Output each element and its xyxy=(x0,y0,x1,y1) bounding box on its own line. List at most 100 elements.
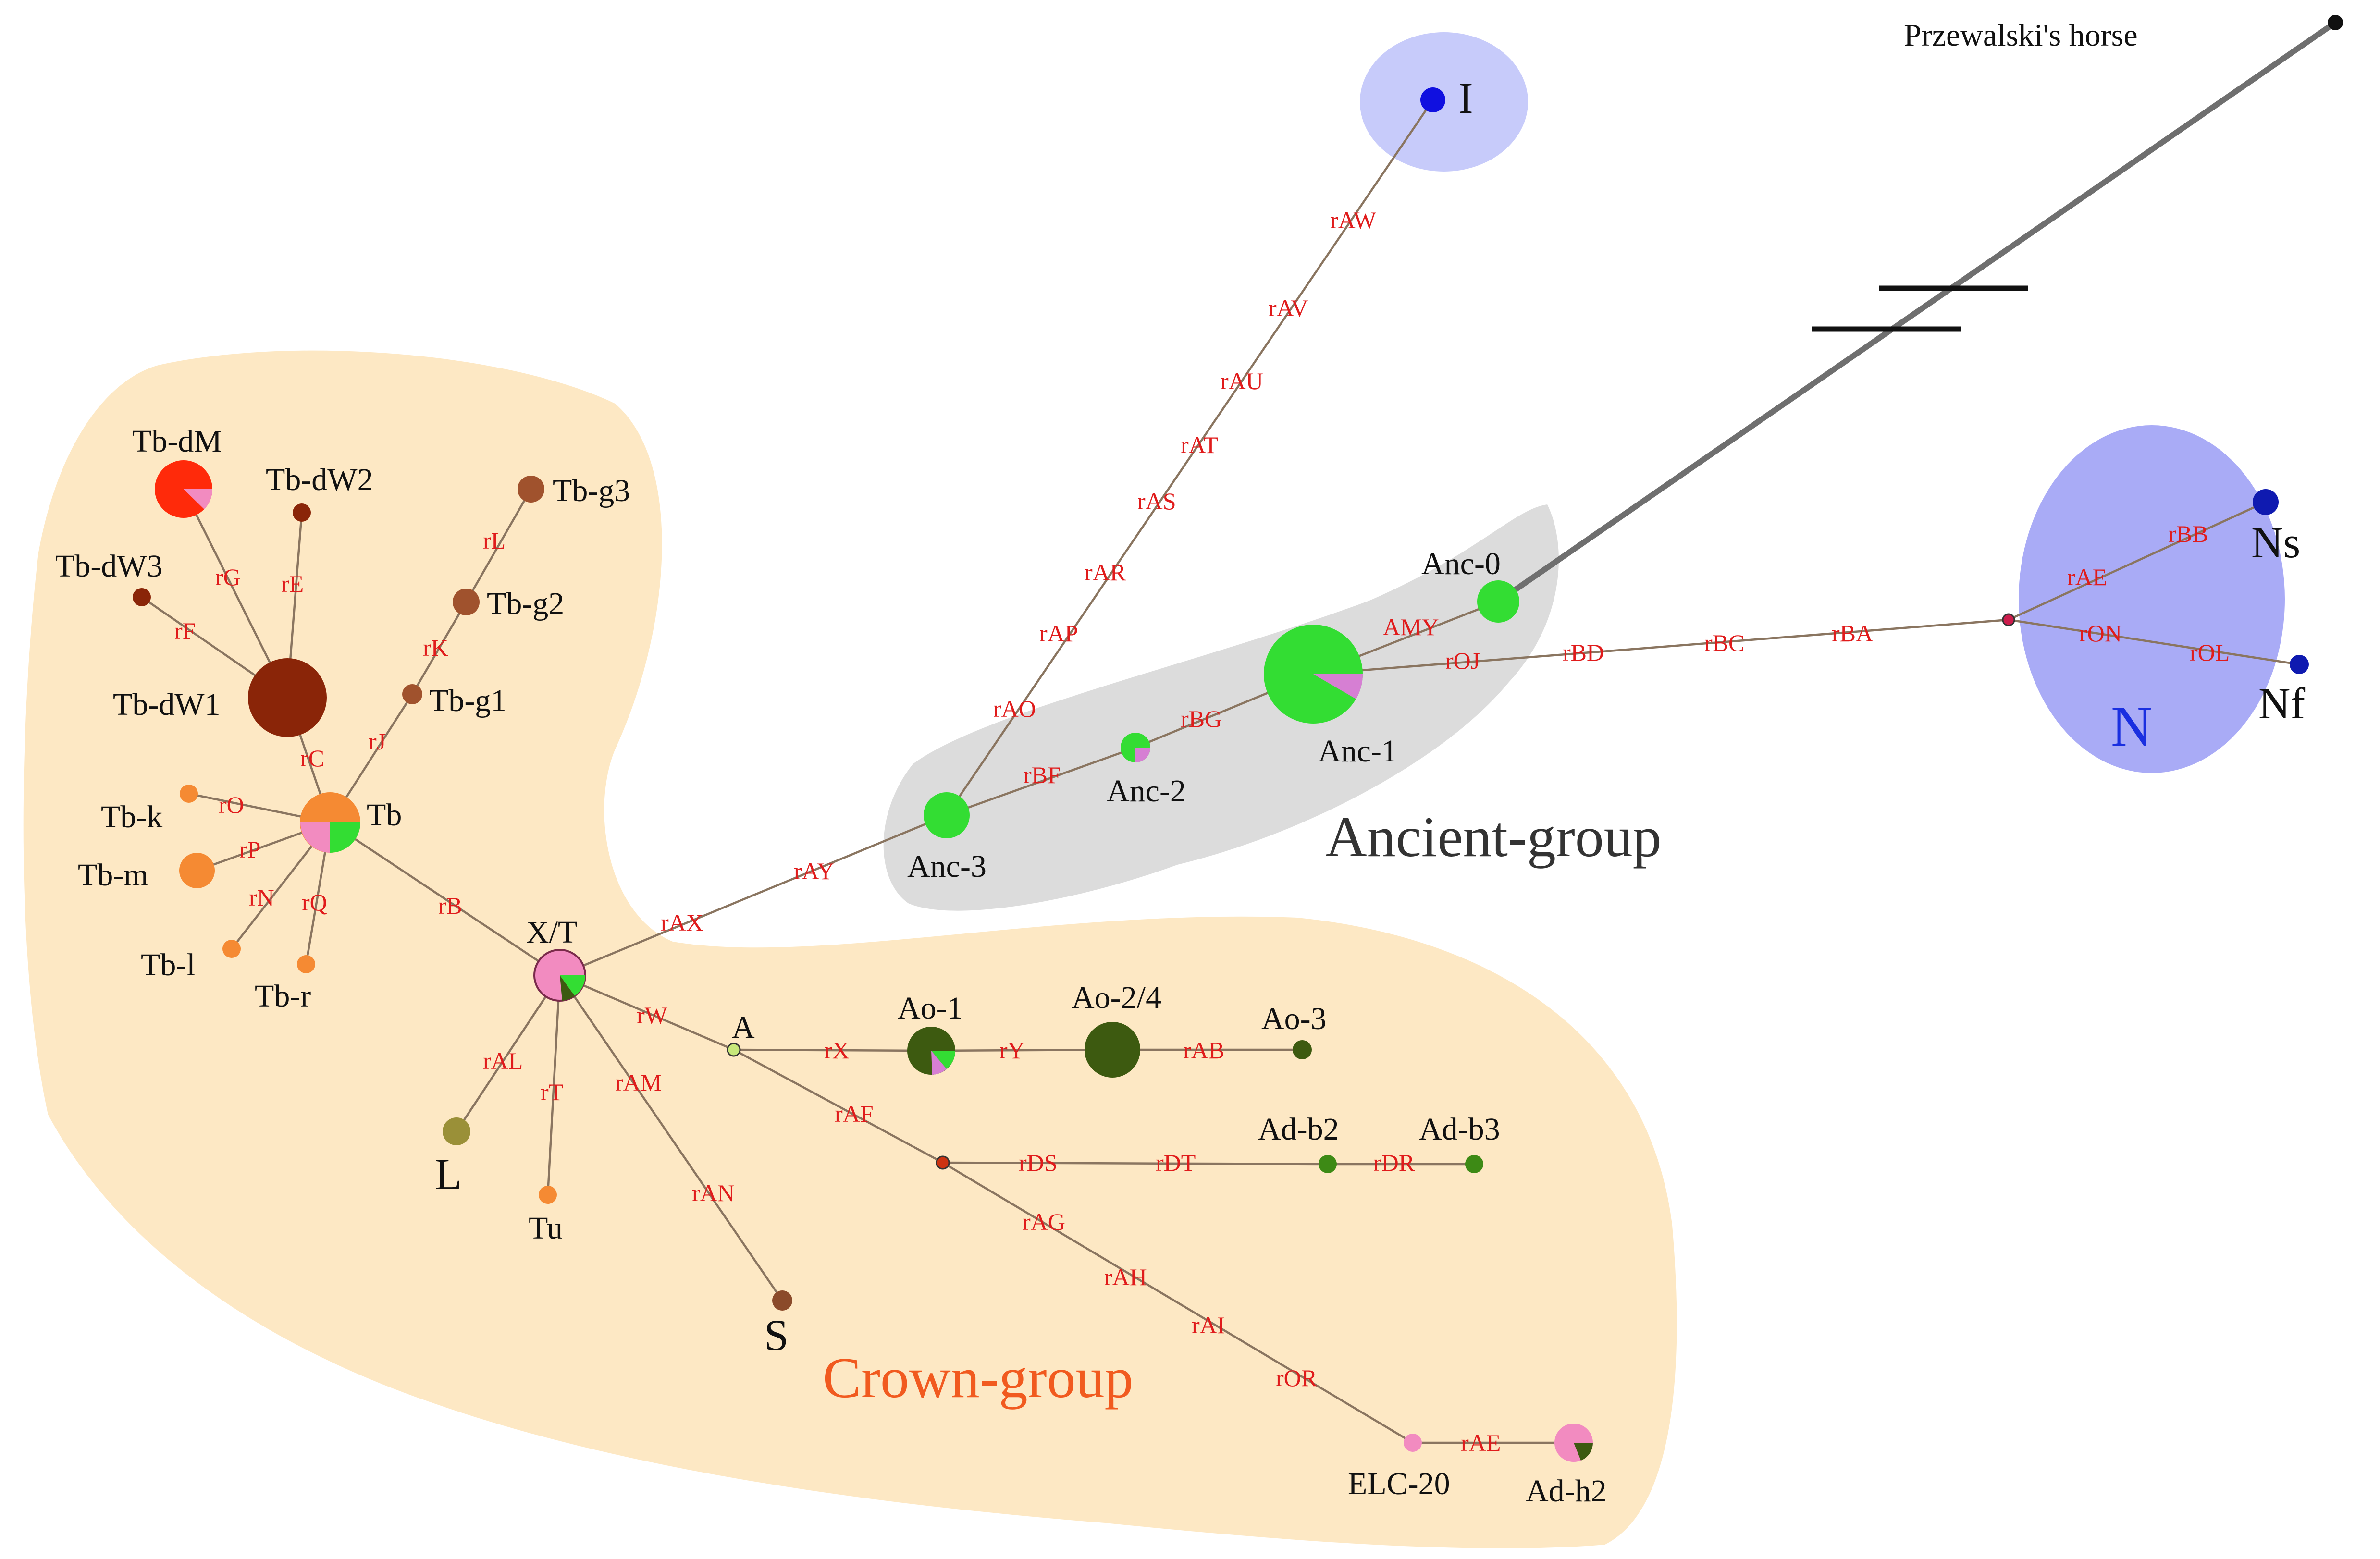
label-anc1: Anc-1 xyxy=(1318,734,1397,769)
node-anc1 xyxy=(1264,625,1363,724)
mutation-label: rX xyxy=(824,1037,850,1064)
node-nnode xyxy=(2002,613,2015,626)
mutation-label: rAM xyxy=(615,1069,662,1096)
mutation-label: rAW xyxy=(1330,207,1377,233)
label-S: S xyxy=(764,1311,789,1360)
node-ao1 xyxy=(907,1027,955,1075)
mutation-label: rBB xyxy=(2168,520,2208,547)
label-Ns: Ns xyxy=(2251,518,2300,567)
edge-anc3-I xyxy=(946,99,1434,816)
edge-A-ao1 xyxy=(733,1048,932,1052)
node-Ns xyxy=(2253,489,2279,515)
label-tbm: Tb-m xyxy=(78,858,148,893)
label-ao24: Ao-2/4 xyxy=(1072,980,1161,1015)
edge-tbg1-tbg2 xyxy=(411,601,467,695)
node-przewalski xyxy=(2328,15,2343,30)
node-L xyxy=(443,1117,470,1145)
mutation-label: rAP xyxy=(1039,620,1078,647)
mutation-label: rDS xyxy=(1019,1149,1058,1176)
node-anc2 xyxy=(1121,733,1150,762)
mutation-label: rBG xyxy=(1181,705,1222,732)
node-elc20 xyxy=(1404,1434,1422,1452)
mutation-label: rF xyxy=(174,617,196,644)
edge-xt-Tu xyxy=(546,975,561,1195)
mutation-label: rE xyxy=(281,570,304,597)
label-tbk: Tb-k xyxy=(101,799,162,835)
mutation-label: rP xyxy=(239,836,260,863)
edge-adnode-elc20 xyxy=(942,1162,1414,1444)
mutation-label: rON xyxy=(2079,620,2122,647)
edge-nnode-nf xyxy=(2008,618,2300,666)
label-tbdm: Tb-dM xyxy=(132,424,222,459)
edge-tbg2-tbg3 xyxy=(465,488,532,603)
edge-xt-tb xyxy=(329,822,561,976)
edge-anc0-przewalski xyxy=(1496,20,2337,604)
label-ao3: Ao-3 xyxy=(1261,1001,1327,1036)
mutation-label: rAL xyxy=(483,1047,523,1074)
node-adh2 xyxy=(1554,1424,1593,1462)
label-adb3: Ad-b3 xyxy=(1419,1112,1500,1147)
label-tbl: Tb-l xyxy=(141,947,196,982)
mutation-label: rB xyxy=(438,892,462,919)
edge-anc3-anc2 xyxy=(946,746,1136,817)
label-ao1: Ao-1 xyxy=(898,991,963,1026)
mutation-label: rOL xyxy=(2190,639,2230,666)
mutation-label: rAV xyxy=(1269,295,1308,321)
label-tbg2: Tb-g2 xyxy=(487,586,564,621)
mutation-label: rBC xyxy=(1704,629,1744,656)
label-anc0: Anc-0 xyxy=(1421,546,1501,581)
node-Tu xyxy=(539,1186,557,1204)
label-tbdw2: Tb-dW2 xyxy=(266,462,373,497)
mutation-label: rBF xyxy=(1024,761,1061,788)
edge-A-adnode xyxy=(733,1049,944,1164)
group-label-crown: Crown-group xyxy=(823,1346,1134,1410)
label-tbr: Tb-r xyxy=(255,979,311,1014)
mutation-label: rO xyxy=(219,791,244,818)
node-I xyxy=(1420,87,1445,112)
mutation-label: rL xyxy=(483,527,506,554)
mutation-label: rBD xyxy=(1563,639,1604,666)
mutation-label: rOR xyxy=(1276,1364,1318,1391)
edge-xt-L xyxy=(456,974,561,1132)
mutation-label: rG xyxy=(215,564,241,590)
label-tbdw3: Tb-dW3 xyxy=(55,549,163,584)
label-tbdw1: Tb-dW1 xyxy=(113,687,221,722)
label-anc3: Anc-3 xyxy=(907,849,987,884)
label-elc20: ELC-20 xyxy=(1348,1466,1450,1501)
label-przewalski: Przewalski's horse xyxy=(1904,18,2138,53)
node-tbg3 xyxy=(518,476,544,503)
mutation-label: rQ xyxy=(302,889,327,916)
mutation-label: rAT xyxy=(1181,431,1218,458)
node-labels: Przewalski's horse I Ns Nf Anc-0 Anc-1 A… xyxy=(55,18,2305,1509)
node-adnode xyxy=(936,1155,950,1170)
mutation-label: rAN xyxy=(692,1179,735,1206)
group-label-N: N xyxy=(2111,694,2153,758)
label-adb2: Ad-b2 xyxy=(1258,1112,1339,1147)
edge-adnode-adb2 xyxy=(942,1161,1328,1166)
edge-anc1-nnode xyxy=(1313,618,2009,675)
label-Nf: Nf xyxy=(2258,679,2305,728)
node-xt xyxy=(533,949,586,1002)
mutation-label: rDR xyxy=(1373,1149,1415,1176)
label-I: I xyxy=(1458,74,1473,123)
node-adb2 xyxy=(1319,1155,1337,1173)
label-A: A xyxy=(732,1010,755,1045)
mutation-label: rAF xyxy=(835,1100,874,1127)
mutation-label: rBA xyxy=(1832,620,1873,647)
node-tbdm xyxy=(155,460,213,518)
nodes xyxy=(133,15,2343,1462)
edge-xt-S xyxy=(559,974,783,1301)
mutation-label: rN xyxy=(249,884,274,911)
node-A xyxy=(727,1043,741,1057)
node-anc0 xyxy=(1477,580,1519,623)
node-tbr xyxy=(297,955,315,973)
node-tbg1 xyxy=(402,684,422,704)
mutation-label: rJ xyxy=(369,728,386,755)
mutation-label: rAG xyxy=(1023,1208,1065,1235)
edge-ao1-ao24 xyxy=(931,1048,1113,1052)
label-anc2: Anc-2 xyxy=(1107,773,1186,809)
mutation-label: rAH xyxy=(1104,1264,1147,1290)
mutation-label: rC xyxy=(300,745,324,772)
node-ao3 xyxy=(1293,1040,1312,1059)
